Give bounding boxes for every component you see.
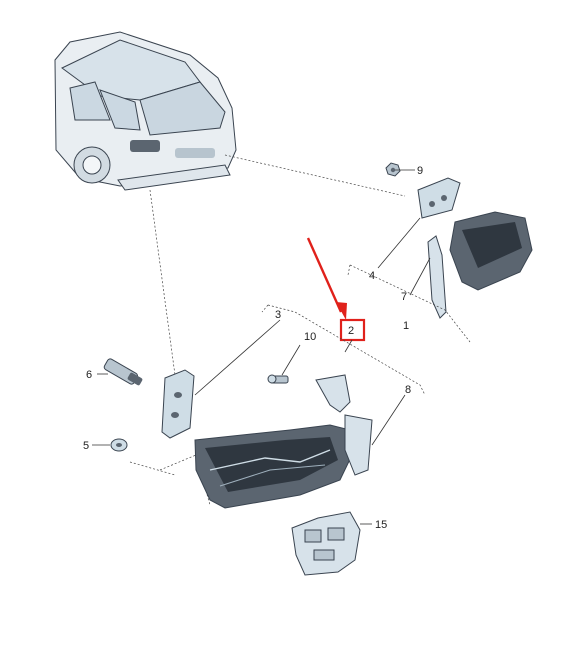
callout-4: 4 (369, 270, 375, 282)
callout-8: 8 (405, 384, 411, 396)
callout-2: 2 (348, 325, 354, 337)
bulb-holder-6 (103, 358, 143, 386)
lower-tail-light-assembly (92, 304, 426, 576)
callout-15: 15 (375, 519, 387, 531)
callout-7: 7 (401, 291, 407, 303)
highlight-box (339, 318, 366, 342)
cover-8 (315, 374, 351, 413)
callout-1: 1 (403, 320, 409, 332)
upper-tail-light-assembly (347, 162, 533, 343)
callout-labels: 9 4 7 1 3 2 10 6 8 5 15 (83, 165, 423, 531)
highlight-arrow (306, 237, 347, 320)
callout-10: 10 (304, 331, 316, 343)
callout-6: 6 (86, 369, 92, 381)
bracket-3 (161, 369, 195, 439)
callout-5: 5 (83, 440, 89, 452)
vehicle-illustration (54, 31, 237, 191)
callout-9: 9 (417, 165, 423, 177)
wiring-bracket-15 (291, 511, 361, 576)
upper-bracket (417, 177, 461, 219)
callout-3: 3 (275, 309, 281, 321)
screw-10 (267, 374, 289, 384)
seal-7 (427, 235, 447, 319)
vehicle-leader-lines (149, 154, 406, 376)
